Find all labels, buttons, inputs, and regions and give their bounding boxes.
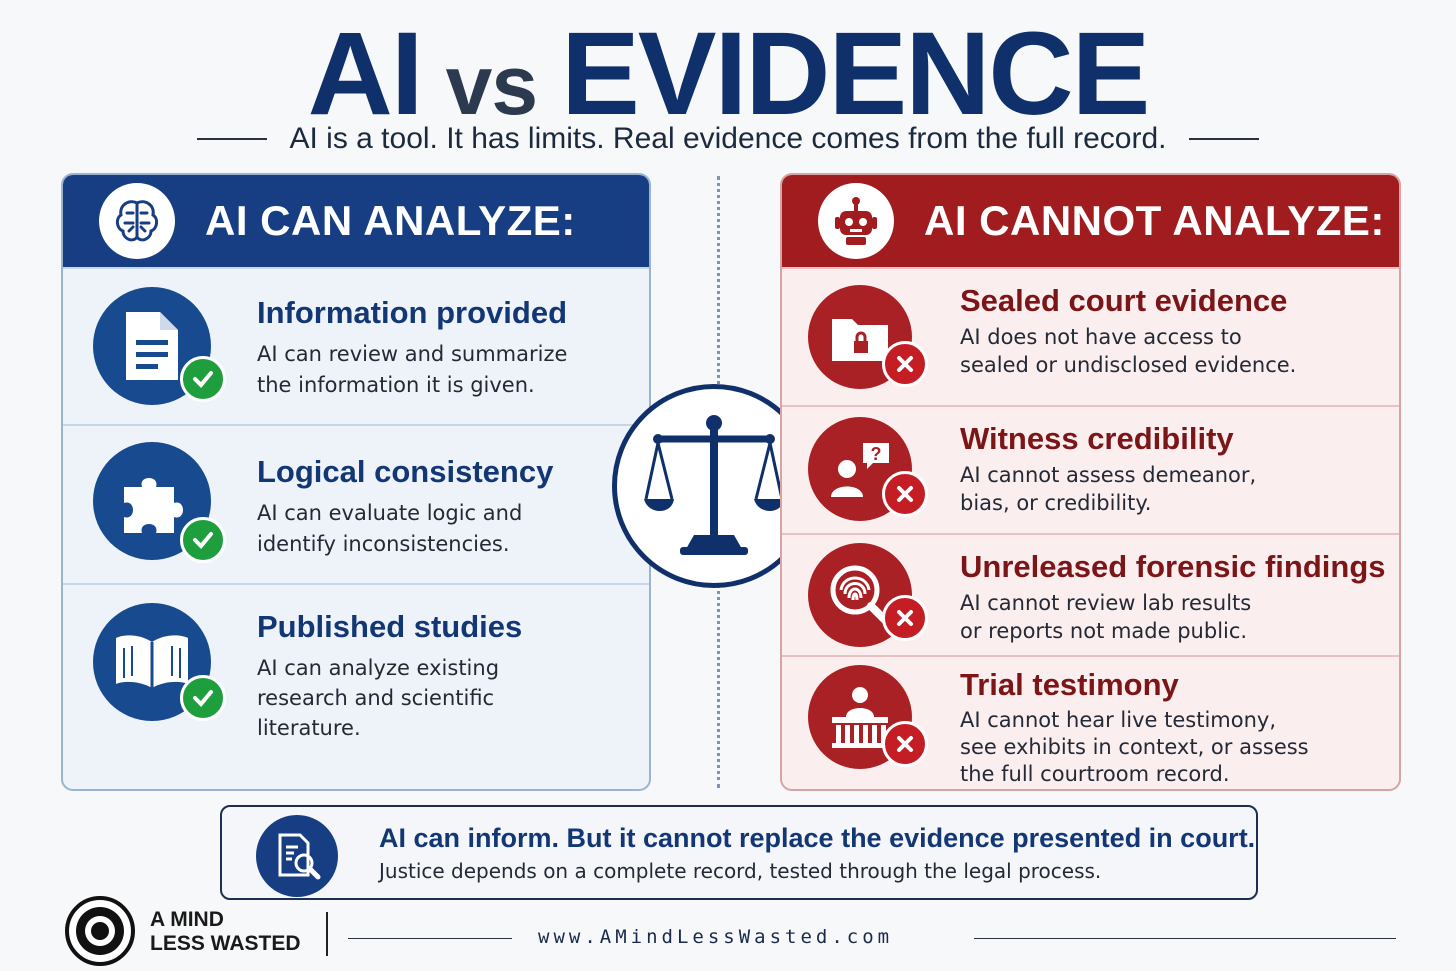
callout-sub-text: Justice depends on a complete record, te… <box>379 859 1102 883</box>
cannot-analyze-header: AI CANNOT ANALYZE: <box>782 175 1399 267</box>
can-analyze-panel: AI CAN ANALYZE: Information provided AI … <box>61 173 651 791</box>
brand-line-2: LESS WASTED <box>150 932 301 955</box>
subtitle-text: AI is a tool. It has limits. Real eviden… <box>289 122 1167 155</box>
robot-icon <box>818 183 894 259</box>
title-vs: vs <box>445 38 538 132</box>
cannot-item-title: Trial testimony <box>960 667 1179 702</box>
cannot-item-desc: AI cannot review lab results or reports … <box>960 591 1252 643</box>
website-link[interactable]: www.AMindLessWasted.com <box>538 926 894 948</box>
title-evidence: EVIDENCE <box>561 8 1150 140</box>
can-item-title: Published studies <box>257 609 523 644</box>
cannot-item-desc: AI cannot hear live testimony, see exhib… <box>960 708 1309 786</box>
cannot-item-desc: AI cannot assess demeanor, bias, or cred… <box>960 463 1257 515</box>
cannot-item-title: Witness credibility <box>960 421 1234 456</box>
cannot-analyze-panel: AI CANNOT ANALYZE: Sealed court evidence… <box>780 173 1401 791</box>
cross-icon <box>882 341 928 387</box>
footer-right-rule <box>974 938 1396 939</box>
check-icon <box>180 356 226 402</box>
cannot-item-testimony: Trial testimony AI cannot hear live test… <box>782 655 1399 789</box>
can-analyze-heading: AI CAN ANALYZE: <box>205 197 576 244</box>
cannot-item-sealed: Sealed court evidence AI does not have a… <box>782 267 1399 405</box>
brain-icon <box>99 183 175 259</box>
can-item-information: Information provided AI can review and s… <box>63 267 649 424</box>
callout-main-text: AI can inform. But it cannot replace the… <box>379 823 1256 853</box>
cannot-item-title: Sealed court evidence <box>960 283 1288 318</box>
can-item-desc: AI can evaluate logic and identify incon… <box>257 501 523 556</box>
can-item-title: Logical consistency <box>257 454 554 489</box>
title-ai: AI <box>307 8 424 140</box>
document-search-icon <box>256 815 338 897</box>
can-item-title: Information provided <box>257 295 567 330</box>
brand-separator <box>326 912 328 956</box>
cross-icon <box>882 721 928 767</box>
can-item-desc: AI can review and summarize the informat… <box>257 342 568 397</box>
check-icon <box>180 517 226 563</box>
subtitle-right-rule <box>1188 138 1259 140</box>
cannot-item-witness: ? Witness credibility AI cannot assess d… <box>782 405 1399 533</box>
check-icon <box>180 675 226 721</box>
brand-line-1: A MIND <box>150 908 224 931</box>
footer-left-rule <box>348 938 512 939</box>
cross-icon <box>882 471 928 517</box>
can-item-logic: Logical consistency AI can evaluate logi… <box>63 424 649 583</box>
can-item-desc: AI can analyze existing research and sci… <box>257 656 500 740</box>
conclusion-callout: AI can inform. But it cannot replace the… <box>220 805 1258 900</box>
cannot-item-desc: AI does not have access to sealed or und… <box>960 325 1297 377</box>
svg-text:?: ? <box>871 444 882 464</box>
cannot-analyze-heading: AI CANNOT ANALYZE: <box>924 197 1385 244</box>
subtitle-left-rule <box>197 138 268 140</box>
witness-stand-icon <box>808 665 912 769</box>
brand-logo <box>64 895 136 967</box>
can-analyze-header: AI CAN ANALYZE: <box>63 175 649 267</box>
cross-icon <box>882 595 928 641</box>
can-item-studies: Published studies AI can analyze existin… <box>63 583 649 789</box>
cannot-item-title: Unreleased forensic findings <box>960 549 1386 584</box>
cannot-item-forensic: Unreleased forensic findings AI cannot r… <box>782 533 1399 655</box>
subtitle: AI is a tool. It has limits. Real eviden… <box>0 122 1456 156</box>
brand-name: A MIND LESS WASTED <box>150 908 301 956</box>
